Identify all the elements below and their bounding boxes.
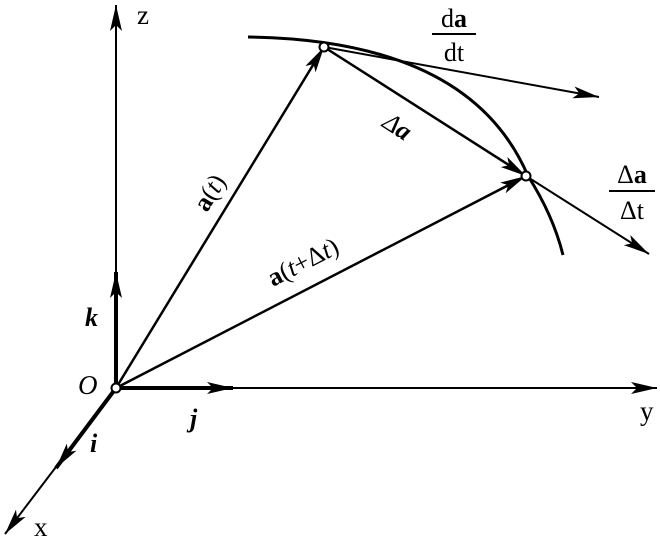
unit-label-i: i [90, 429, 98, 458]
vector-delta-a [323, 45, 527, 178]
tangent-da-dt [323, 46, 600, 99]
difference-quotient-numerator: Δa [617, 160, 647, 189]
secant-direction [525, 175, 650, 255]
difference-quotient-denominator: Δt [620, 196, 645, 225]
point-t [318, 41, 330, 53]
difference-quotient-fraction: Δa Δt [609, 160, 655, 225]
trajectory-curve [247, 35, 565, 256]
vector-a-t [114, 46, 326, 389]
vector-a-t-plus-dt [115, 174, 527, 390]
axis-label-z: z [137, 0, 149, 30]
unit-label-j: j [186, 404, 198, 433]
unit-label-k: k [85, 303, 98, 332]
label-delta-a: Δa [377, 106, 417, 146]
label-a-t: a(t) [187, 169, 231, 216]
axis-label-y: y [640, 396, 654, 426]
label-a-t-plus-dt: a(t+Δt) [262, 232, 343, 293]
axis-label-x: x [34, 512, 48, 539]
derivative-numerator: da [441, 4, 467, 33]
derivative-denominator: dt [444, 38, 465, 67]
unit-vector-i [54, 386, 118, 470]
derivative-fraction: da dt [432, 4, 476, 67]
origin-point [110, 382, 122, 394]
origin-label: O [78, 370, 98, 400]
point-t-plus-dt [520, 170, 532, 182]
